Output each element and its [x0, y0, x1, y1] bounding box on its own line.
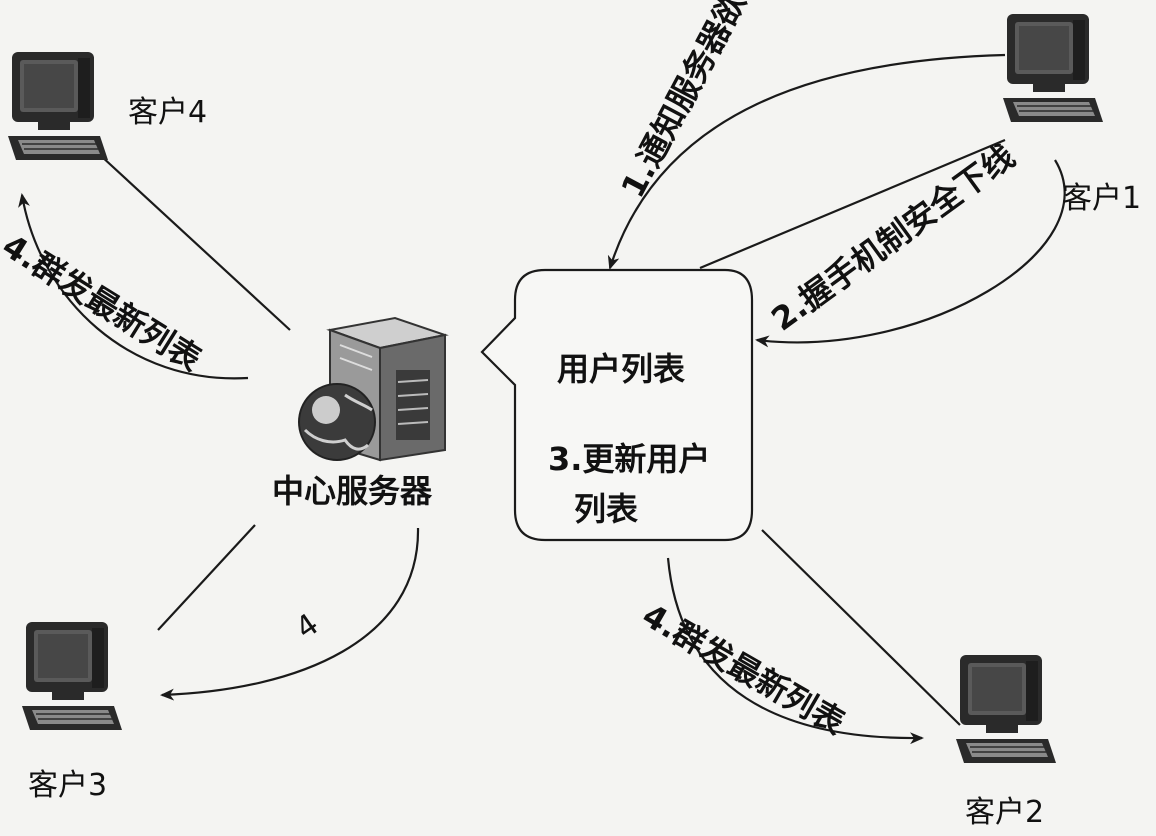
computer-icon-client2: [955, 654, 1057, 764]
computer-icon-client1: [1002, 13, 1104, 123]
step4-client4-label: 4.群发最新列表: [0, 227, 208, 379]
globe-icon: [298, 383, 376, 461]
step2-label: 2.握手机制安全下线: [764, 137, 1021, 338]
arrow-step2: [755, 159, 1066, 348]
step1-label: 1.通知服务器欲下线: [614, 0, 784, 204]
edge-server-client3: [157, 524, 256, 631]
edge-callout-client2: [761, 529, 961, 726]
client4-label: 客户4: [128, 95, 207, 130]
edge-server-client4: [99, 154, 291, 331]
client3-label: 客户3: [28, 768, 107, 803]
user-list-callout: [480, 268, 754, 542]
arrow-step4-client4: [18, 193, 249, 380]
computer-icon-client4: [7, 51, 109, 161]
client1-label: 客户1: [1062, 181, 1141, 216]
client2-label: 客户2: [965, 795, 1044, 830]
step4-client3-label: 4: [290, 607, 326, 647]
callout-step3-line1: 3.更新用户: [548, 440, 710, 478]
server-label: 中心服务器: [272, 472, 433, 510]
arrow-step1: [607, 53, 1006, 270]
computer-icon-client3: [21, 621, 123, 731]
edge-callout-client1: [699, 138, 1006, 270]
arrow-step4-client2: [666, 557, 924, 745]
arrow-step4-client3: [160, 527, 420, 701]
callout-step3-line2: 列表: [574, 490, 638, 528]
step4-client2-label: 4.群发最新列表: [636, 596, 851, 742]
callout-title: 用户列表: [557, 350, 685, 388]
